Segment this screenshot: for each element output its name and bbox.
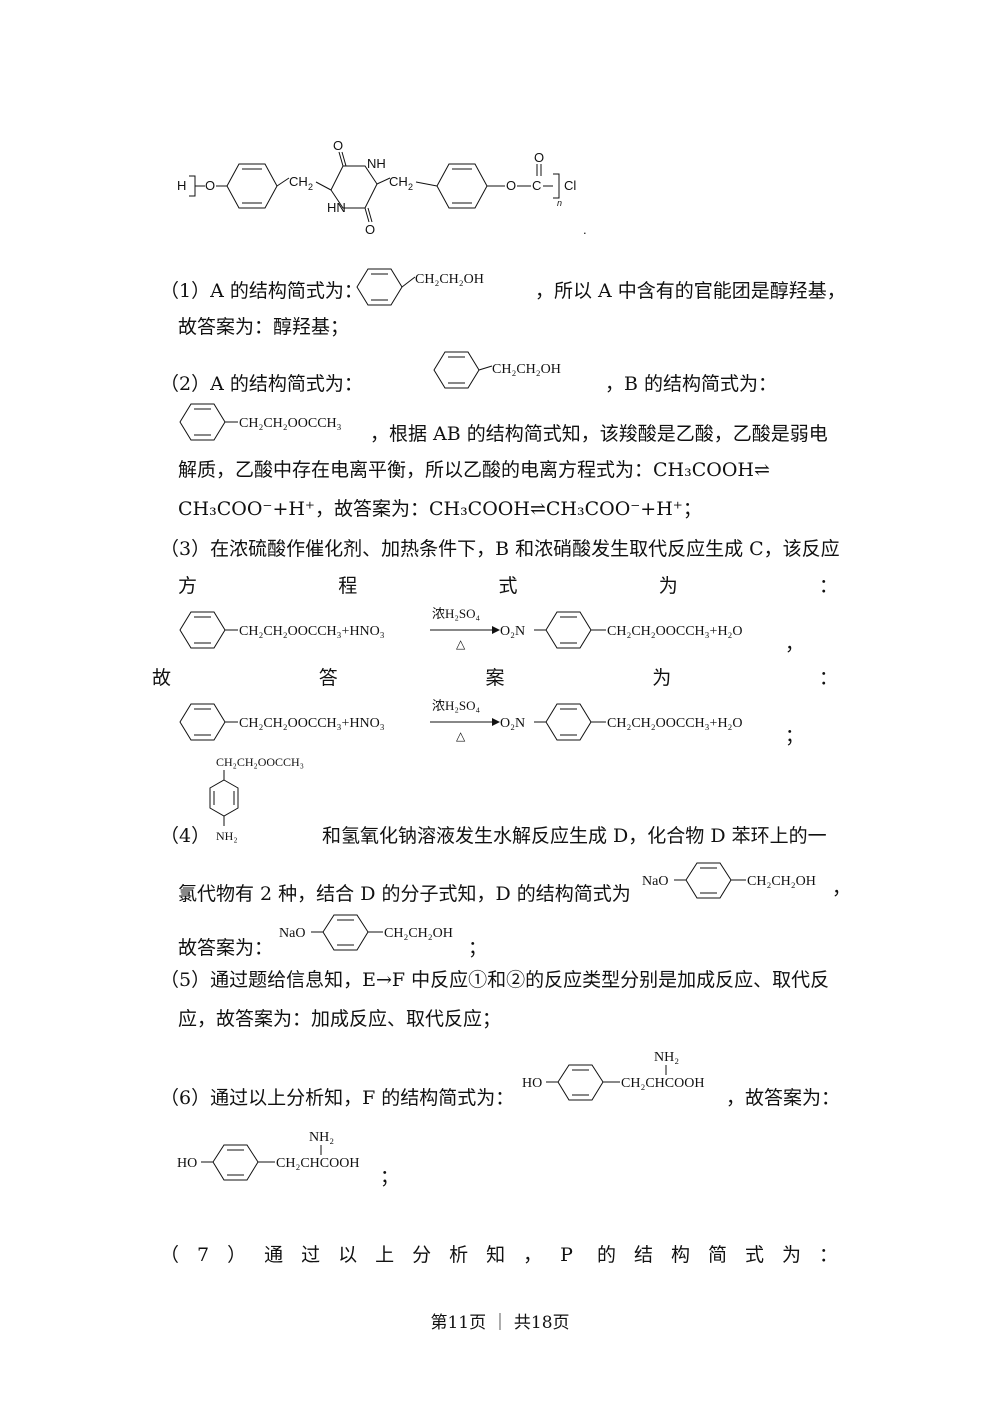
q3-right: CH₂CH₂OOCCH₃+H₂O [607, 624, 743, 639]
q4-nh2: NH₂ [216, 829, 238, 843]
q5-line1: （5）通过题给信息知，E→F 中反应①和②的反应类型分别是加成反应、取代反 [160, 969, 830, 991]
q4-text2: 氯代物有 2 种，结合 D 的分子式知，D 的结构简式为 [178, 883, 631, 905]
q4-structure: CH₂CH₂OOCCH₃ NH₂ [200, 752, 340, 856]
q2-mid: ，B 的结构简式为： [605, 373, 778, 395]
poly-ch2-a: CH [289, 174, 308, 189]
q1-answer: 故答案为：醇羟基； [178, 316, 350, 338]
benzene-ring-1 [226, 163, 278, 209]
q4-nao: NaO [642, 874, 668, 889]
q2-line2: ，根据 AB 的结构简式知，该羧酸是乙酸，乙酸是弱电 [370, 423, 828, 445]
q2-chain-a: CH₂CH₂OH [492, 362, 561, 377]
q3-right-2: CH₂CH₂OOCCH₃+H₂O [607, 716, 743, 731]
q6-end: ； [380, 1166, 400, 1188]
q3-cond-top: 浓H₂SO₄ [432, 606, 481, 621]
q3-cond-bot: △ [456, 637, 466, 651]
q6-chain: CH₂CHCOOH [621, 1076, 704, 1091]
benzene-ring-2 [436, 163, 488, 209]
q1-structure: CH₂CH₂OH [355, 265, 515, 313]
poly-o-top: O [333, 138, 343, 153]
q2-structure-b: CH₂CH₂OOCCH₃ [178, 400, 378, 448]
q2-line3: 解质，乙酸中存在电离平衡，所以乙酸的电离方程式为：CH₃COOH⇌ [178, 459, 770, 481]
q4-text3: 故答案为： [178, 937, 274, 959]
q3-equation-1: CH₂CH₂OOCCH₃+HNO₃ 浓H₂SO₄ △ O₂N CH₂CH₂OOC… [178, 600, 798, 660]
q4-structure-d-answer: NaO CH₂CH₂OH [277, 912, 477, 960]
q2-structure-a: CH₂CH₂OH [432, 348, 592, 396]
svg-text:2: 2 [408, 182, 413, 192]
poly-o-bottom: O [365, 222, 375, 237]
q4-top: CH₂CH₂OOCCH₃ [216, 755, 304, 769]
q1-suffix: ，所以 A 中含有的官能团是醇羟基， [535, 280, 846, 302]
q3-end2: ； [785, 725, 805, 747]
q6-nh2: NH₂ [654, 1050, 679, 1065]
page-footer: 第11页 ｜ 共18页 [430, 1313, 570, 1333]
poly-ch2-b: CH [389, 174, 408, 189]
q3-line3: 故答案为： [152, 667, 838, 689]
q4-chain-2: CH₂CH₂OH [384, 926, 453, 941]
q6-ho: HO [522, 1076, 542, 1091]
q3-o2n: O₂N [500, 624, 525, 639]
poly-nh: NH [367, 156, 386, 171]
q3-o2n-2: O₂N [500, 716, 525, 731]
q4-end1: ， [832, 877, 852, 899]
q6-suffix: ，故答案为： [726, 1087, 841, 1109]
q4-end2: ； [468, 937, 488, 959]
q3-left: CH₂CH₂OOCCH₃+HNO₃ [239, 624, 385, 639]
poly-n: n [557, 198, 562, 208]
poly-h: H [177, 178, 186, 193]
q6-nh2-2: NH₂ [309, 1130, 334, 1145]
q5-line2: 应，故答案为：加成反应、取代反应； [178, 1008, 502, 1030]
poly-cl: Cl [564, 178, 576, 193]
q4-text1: 和氢氧化钠溶液发生水解反应生成 D，化合物 D 苯环上的一 [322, 825, 827, 847]
q6-prefix: （6）通过以上分析知，F 的结构简式为： [160, 1087, 515, 1109]
q2-chain-b: CH₂CH₂OOCCH₃ [239, 416, 342, 431]
poly-o-carbonyl: O [534, 150, 544, 165]
q4-num: （4） [160, 825, 211, 847]
q3-line2: 方程式为： [178, 575, 838, 597]
q3-left-2: CH₂CH₂OOCCH₃+HNO₃ [239, 716, 385, 731]
poly-o: O [205, 178, 215, 193]
q7-line: （7）通过以上分析知，P 的结构简式为： [160, 1244, 838, 1266]
poly-c: C [532, 178, 541, 193]
q4-chain: CH₂CH₂OH [747, 874, 816, 889]
q6-structure-f: HO NH₂ CH₂CHCOOH [520, 1045, 740, 1115]
q6-ho-2: HO [177, 1156, 197, 1171]
q3-cond-bot-2: △ [456, 729, 466, 743]
poly-hn: HN [327, 200, 346, 215]
q6-structure-answer: HO NH₂ CH₂CHCOOH [175, 1125, 395, 1195]
q2-line4: CH₃COO⁻+H⁺，故答案为：CH₃COOH⇌CH₃COO⁻+H⁺； [178, 498, 702, 520]
q1-prefix: （1）A 的结构简式为： [160, 280, 363, 302]
q3-cond-top-2: 浓H₂SO₄ [432, 698, 481, 713]
poly-dot: . [583, 222, 587, 237]
q4-structure-d: NaO CH₂CH₂OH [640, 860, 840, 908]
q3-line1: （3）在浓硫酸作催化剂、加热条件下，B 和浓硝酸发生取代反应生成 C，该反应 [160, 538, 840, 560]
q4-nao-2: NaO [279, 926, 305, 941]
q2-prefix: （2）A 的结构简式为： [160, 373, 363, 395]
q3-end1: ， [785, 633, 805, 655]
q1-chain: CH₂CH₂OH [415, 272, 484, 287]
svg-text:2: 2 [308, 182, 313, 192]
polymer-structure: H O CH 2 O NH HN O CH 2 [175, 138, 615, 244]
q3-equation-2: CH₂CH₂OOCCH₃+HNO₃ 浓H₂SO₄ △ O₂N CH₂CH₂OOC… [178, 692, 798, 752]
poly-o-ester: O [506, 178, 516, 193]
q6-chain-2: CH₂CHCOOH [276, 1156, 359, 1171]
